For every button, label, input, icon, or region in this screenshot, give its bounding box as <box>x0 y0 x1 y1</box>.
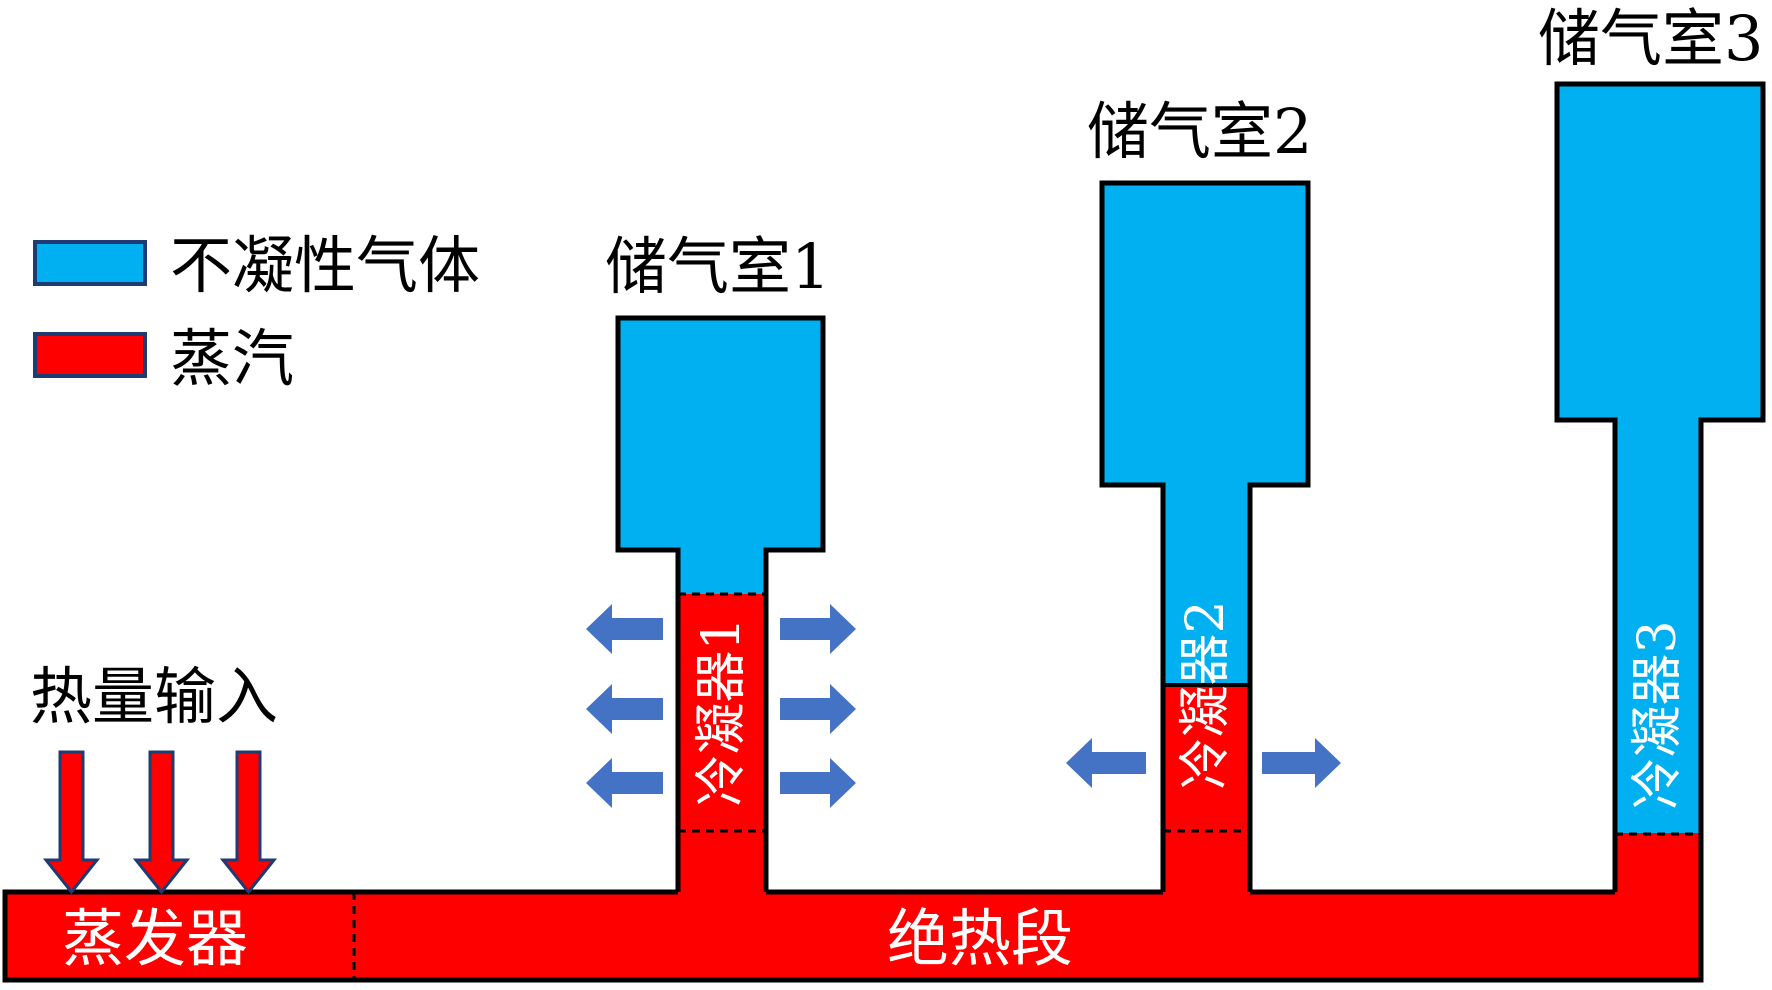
riser-3-steam <box>1615 833 1701 895</box>
condenser-2-label: 冷凝器2 <box>1176 600 1236 789</box>
gas-neck-2 <box>1163 483 1250 685</box>
base-pipe: 蒸发器 绝热段 <box>2 889 1704 983</box>
evaporator-label: 蒸发器 <box>62 902 248 975</box>
heat-input-label: 热量输入 <box>30 660 278 733</box>
adiabatic-label: 绝热段 <box>887 902 1073 975</box>
left-arrow-icon <box>586 604 663 654</box>
chamber-3-outline <box>1554 81 1766 893</box>
gas-chamber-3 <box>1557 84 1763 420</box>
base-pipe-steam <box>5 892 1701 980</box>
chamber-1-outline <box>615 315 826 893</box>
right-arrow-icon <box>780 758 856 808</box>
legend: 不凝性气体 蒸汽 <box>33 229 480 395</box>
riser-2-steam <box>1163 829 1250 895</box>
legend-steam-swatch <box>33 332 147 378</box>
right-arrow-icon <box>780 684 856 734</box>
chamber-2-label: 储气室2 <box>1087 95 1312 168</box>
chamber-3-label: 储气室3 <box>1538 2 1763 75</box>
down-arrow-icon <box>219 750 278 895</box>
gas-neck-1 <box>678 548 766 594</box>
gas-chamber-2 <box>1102 183 1308 485</box>
chamber-3-assembly <box>1554 81 1766 895</box>
condenser-2-steam <box>1163 685 1250 831</box>
gas-neck-3 <box>1615 418 1701 834</box>
condenser-1-label: 冷凝器1 <box>692 617 752 806</box>
down-arrow-icon <box>42 750 101 895</box>
chamber-2-outline <box>1099 180 1311 893</box>
down-arrow-icon <box>132 750 191 895</box>
left-arrow-icon <box>586 684 663 734</box>
right-arrow-icon <box>780 604 856 654</box>
legend-steam-label: 蒸汽 <box>170 322 294 395</box>
condenser-1-steam <box>678 594 766 831</box>
chamber-2-assembly <box>1099 180 1311 895</box>
gas-chamber-1 <box>618 318 823 550</box>
chamber-1-label: 储气室1 <box>605 230 830 303</box>
dissipation-arrows-2 <box>1066 738 1341 788</box>
right-arrow-icon <box>1262 738 1341 788</box>
dissipation-arrows-1 <box>586 604 856 808</box>
chamber-1-assembly <box>615 315 826 895</box>
condenser-3-label: 冷凝器3 <box>1628 620 1688 809</box>
left-arrow-icon <box>586 758 663 808</box>
base-pipe-outline <box>2 889 1704 983</box>
legend-gas-label: 不凝性气体 <box>170 229 480 302</box>
legend-gas-swatch <box>33 240 147 286</box>
riser-1-steam <box>678 829 766 895</box>
left-arrow-icon <box>1066 738 1146 788</box>
heat-input: 热量输入 <box>30 660 278 895</box>
